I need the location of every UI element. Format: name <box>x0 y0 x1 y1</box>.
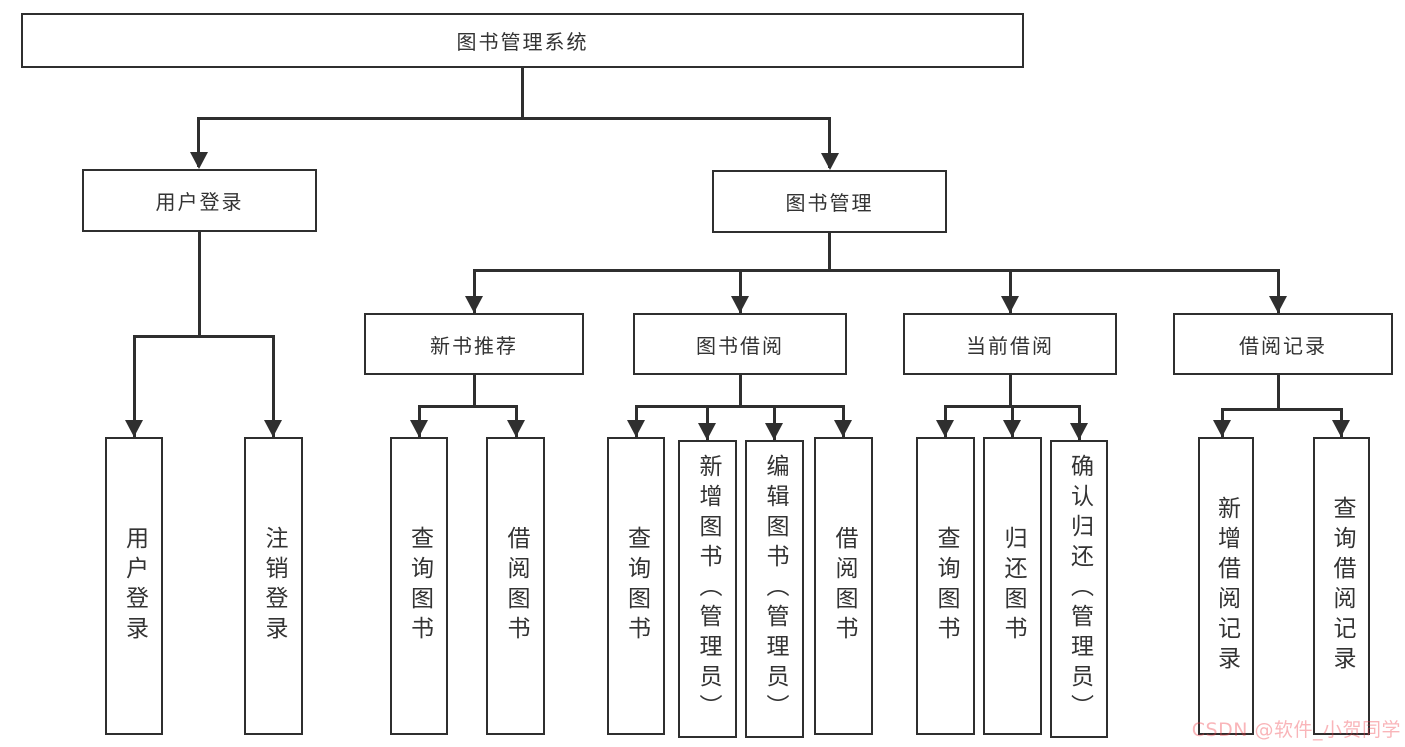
watermark: CSDN @软件_小贺同学 <box>1191 719 1401 741</box>
node-new-book-rec-label: 新书推荐 <box>430 333 518 358</box>
leaf-rec-query-record: 查询借阅记录 <box>1313 437 1370 735</box>
arrowhead-book-borrow-icon <box>731 296 749 313</box>
leaf-logout: 注销登录 <box>244 437 303 735</box>
leaf-bb-add-books-label: 新增图书（管理员） <box>695 454 721 724</box>
arrowhead-leaf-logout-icon <box>264 420 282 437</box>
node-current-borrow-label: 当前借阅 <box>966 333 1054 358</box>
connector-book-mgmt-stem <box>828 233 831 272</box>
arrowhead-cb-confirm-icon <box>1070 423 1088 440</box>
connector-to-leaf-logout <box>272 335 275 437</box>
leaf-bb-query-books-label: 查询图书 <box>623 526 650 646</box>
connector-current-stem <box>1009 375 1012 407</box>
connector-user-login-stem <box>198 232 201 337</box>
node-book-borrow-label: 图书借阅 <box>696 333 784 358</box>
arrowhead-bb-query-icon <box>627 420 645 437</box>
leaf-rec-add-record-label: 新增借阅记录 <box>1213 496 1240 676</box>
leaf-cb-query-books-label: 查询图书 <box>933 526 959 646</box>
connector-book-borrow-stem <box>739 375 742 407</box>
leaf-bb-borrow-books: 借阅图书 <box>814 437 873 735</box>
connector-new-book-stem <box>473 375 476 407</box>
leaf-bb-borrow-books-label: 借阅图书 <box>831 526 857 646</box>
arrowhead-user-login-icon <box>190 152 208 169</box>
connector-records-stem <box>1277 375 1280 410</box>
connector-root-stem <box>521 68 524 118</box>
arrowhead-cb-return-icon <box>1003 420 1021 437</box>
leaf-nb-borrow-books: 借阅图书 <box>486 437 545 735</box>
arrowhead-cb-query-icon <box>936 420 954 437</box>
arrowhead-borrow-records-icon <box>1269 296 1287 313</box>
arrowhead-current-borrow-icon <box>1001 296 1019 313</box>
node-current-borrow: 当前借阅 <box>903 313 1117 375</box>
arrowhead-nb-borrow-icon <box>507 420 525 437</box>
leaf-bb-add-books: 新增图书（管理员） <box>678 440 737 738</box>
leaf-nb-query-books: 查询图书 <box>390 437 448 735</box>
node-root: 图书管理系统 <box>21 13 1024 68</box>
connector-to-bb-edit <box>773 405 776 440</box>
node-book-mgmt: 图书管理 <box>712 170 947 233</box>
connector-to-borrow-records <box>1277 269 1280 313</box>
connector-to-current-borrow <box>1009 269 1012 313</box>
node-user-login-label: 用户登录 <box>155 190 244 214</box>
connector-root-to-user-login <box>197 117 200 167</box>
leaf-user-login-label: 用户登录 <box>121 526 148 646</box>
arrowhead-rec-query-icon <box>1332 420 1350 437</box>
connector-user-login-rail <box>133 335 275 338</box>
leaf-cb-return-books-label: 归还图书 <box>1000 526 1026 646</box>
node-user-login: 用户登录 <box>82 169 317 232</box>
node-book-borrow: 图书借阅 <box>633 313 847 375</box>
leaf-rec-query-record-label: 查询借阅记录 <box>1329 496 1355 676</box>
arrowhead-rec-add-icon <box>1213 420 1231 437</box>
connector-records-rail <box>1221 408 1342 411</box>
leaf-cb-query-books: 查询图书 <box>916 437 975 735</box>
node-new-book-rec: 新书推荐 <box>364 313 584 375</box>
connector-to-new-book-rec <box>473 269 476 313</box>
leaf-user-login: 用户登录 <box>105 437 163 735</box>
leaf-nb-borrow-books-label: 借阅图书 <box>503 526 529 646</box>
node-borrow-records: 借阅记录 <box>1173 313 1393 375</box>
leaf-nb-query-books-label: 查询图书 <box>406 526 433 646</box>
leaf-bb-query-books: 查询图书 <box>607 437 665 735</box>
arrowhead-leaf-login-icon <box>125 420 143 437</box>
connector-root-to-book-mgmt <box>828 117 831 168</box>
connector-new-book-rail <box>418 405 517 408</box>
leaf-rec-add-record: 新增借阅记录 <box>1198 437 1254 735</box>
leaf-bb-edit-books-label: 编辑图书（管理员） <box>762 454 788 724</box>
arrowhead-book-mgmt-icon <box>821 153 839 170</box>
arrowhead-bb-borrow-icon <box>834 420 852 437</box>
connector-to-leaf-login <box>133 335 136 437</box>
arrowhead-bb-edit-icon <box>765 423 783 440</box>
connector-to-bb-add <box>706 405 709 440</box>
node-borrow-records-label: 借阅记录 <box>1239 333 1327 358</box>
leaf-logout-label: 注销登录 <box>261 526 287 646</box>
node-book-mgmt-label: 图书管理 <box>785 191 874 215</box>
arrowhead-new-book-rec-icon <box>465 296 483 313</box>
connector-to-book-borrow <box>739 269 742 313</box>
connector-root-rail <box>197 117 831 120</box>
leaf-cb-confirm-return: 确认归还（管理员） <box>1050 440 1108 738</box>
connector-book-mgmt-rail <box>473 269 1280 272</box>
arrowhead-nb-query-icon <box>410 420 428 437</box>
leaf-bb-edit-books: 编辑图书（管理员） <box>745 440 804 738</box>
arrowhead-bb-add-icon <box>698 423 716 440</box>
connector-book-borrow-rail <box>635 405 845 408</box>
leaf-cb-return-books: 归还图书 <box>983 437 1042 735</box>
connector-to-cb-confirm <box>1078 405 1081 440</box>
leaf-cb-confirm-return-label: 确认归还（管理员） <box>1066 454 1093 724</box>
node-root-label: 图书管理系统 <box>456 30 589 54</box>
